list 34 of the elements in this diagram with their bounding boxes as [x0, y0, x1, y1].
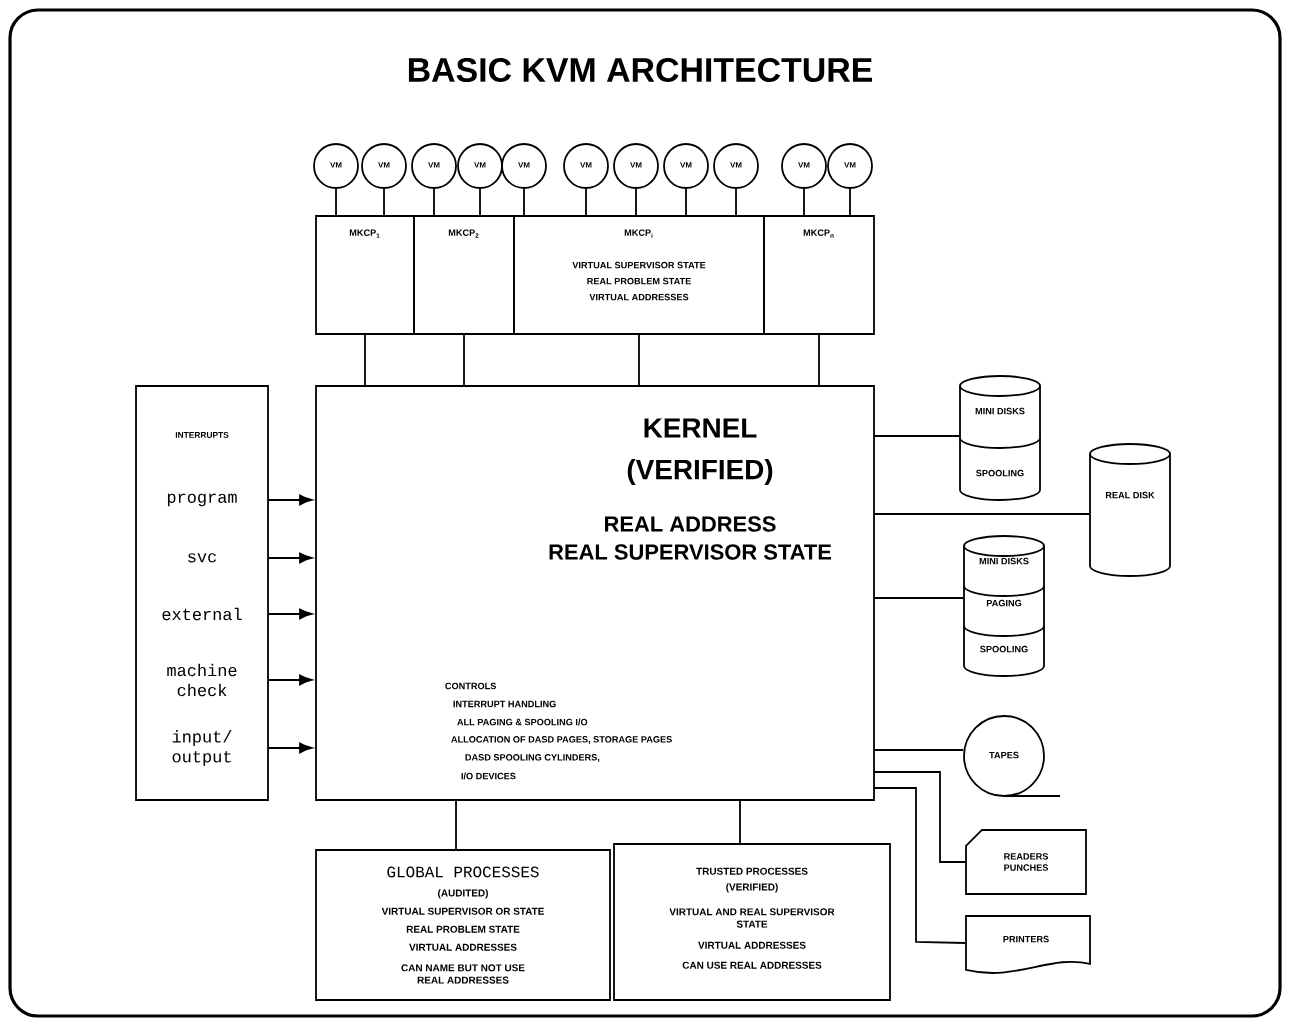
connector	[739, 800, 741, 844]
connector	[268, 674, 313, 686]
connector	[268, 742, 313, 754]
connector	[635, 188, 637, 216]
connector	[803, 188, 805, 216]
interrupt-label: external	[162, 607, 242, 621]
connector	[638, 334, 640, 386]
connector	[874, 597, 964, 599]
interrupt-label: input/ output	[172, 730, 232, 766]
connector	[523, 188, 525, 216]
connector	[849, 188, 851, 216]
connector	[685, 188, 687, 216]
connector	[268, 494, 313, 506]
interrupt-label: svc	[188, 553, 217, 563]
connector	[735, 188, 737, 216]
connector	[433, 188, 435, 216]
interrupt-label: program	[167, 493, 237, 507]
connector	[335, 188, 337, 216]
connector	[268, 552, 313, 564]
connector	[874, 435, 960, 437]
connector	[268, 608, 313, 620]
connector	[874, 513, 1090, 515]
connector	[818, 334, 820, 386]
connector	[585, 188, 587, 216]
connector	[874, 771, 966, 863]
connector	[479, 188, 481, 216]
connector	[874, 787, 966, 944]
title: BASIC KVM ARCHITECTURE	[408, 58, 872, 82]
connector	[364, 334, 366, 386]
interrupt-label: machine check	[167, 663, 237, 697]
connector	[383, 188, 385, 216]
connector	[463, 334, 465, 386]
connector	[874, 749, 964, 751]
connector	[455, 800, 457, 850]
